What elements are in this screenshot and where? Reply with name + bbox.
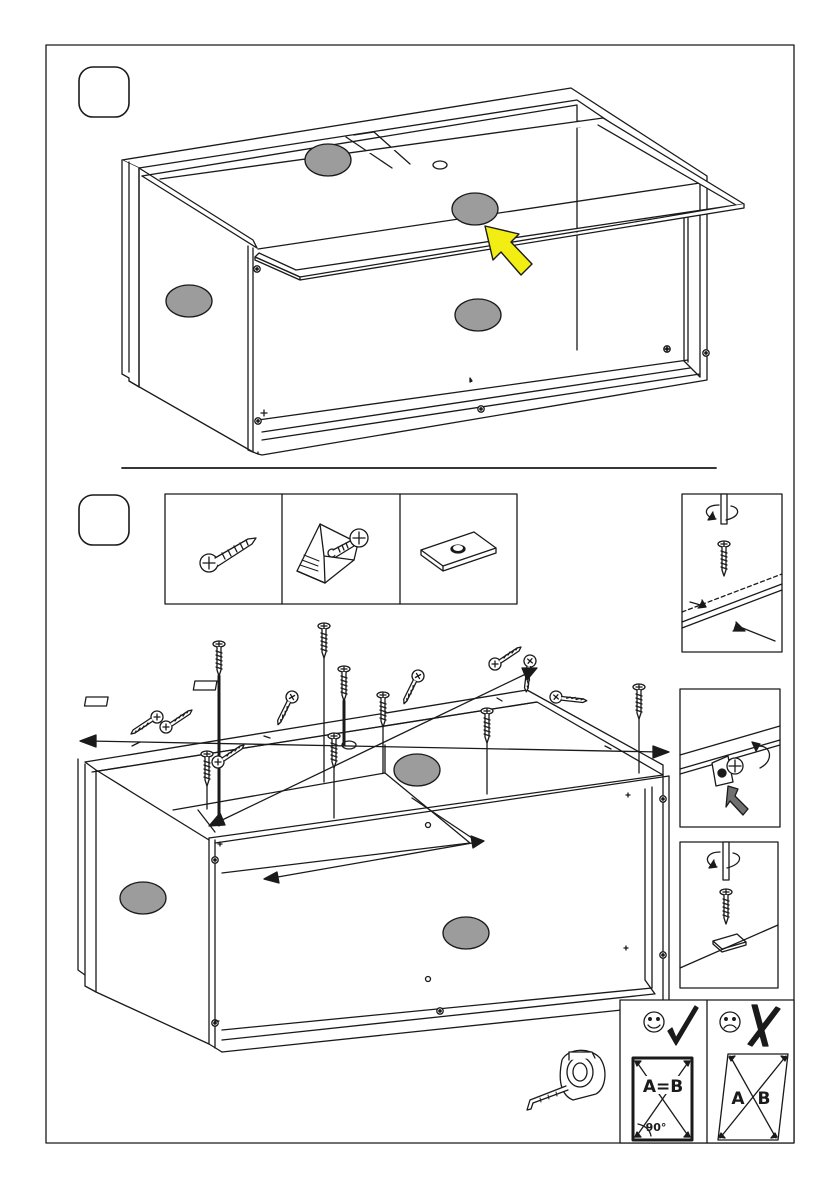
part-marker [443,917,489,949]
hardware-parts-box [165,494,517,604]
part-marker [394,754,440,786]
diagonal-b-label: B [758,1089,771,1109]
part-marker [166,285,212,317]
right-angle-label: 90° [646,1121,667,1134]
part-marker [120,882,166,914]
equal-diagonals-label: A=B [643,1077,683,1097]
step-1-badge [79,67,129,117]
step-2-cabinet [78,681,669,1052]
detail-bracket-screw [680,689,780,827]
part-markers-step-2 [120,754,489,949]
insert-direction-arrow-icon [485,226,532,275]
step-2-badge [79,495,129,545]
detail-plate-screw [680,842,778,988]
part-marker [455,299,501,331]
part-marker [452,193,498,225]
detail-screwdriver-edge [682,494,782,652]
diagonal-a-label: A [731,1089,745,1109]
step-1-cabinet [122,88,744,455]
tape-measure-icon [527,1050,605,1110]
frown-icon [720,1012,740,1032]
smiley-icon [644,1012,664,1032]
part-marker [305,144,351,176]
square-check-panel: A=B 90° A B [620,1000,794,1143]
